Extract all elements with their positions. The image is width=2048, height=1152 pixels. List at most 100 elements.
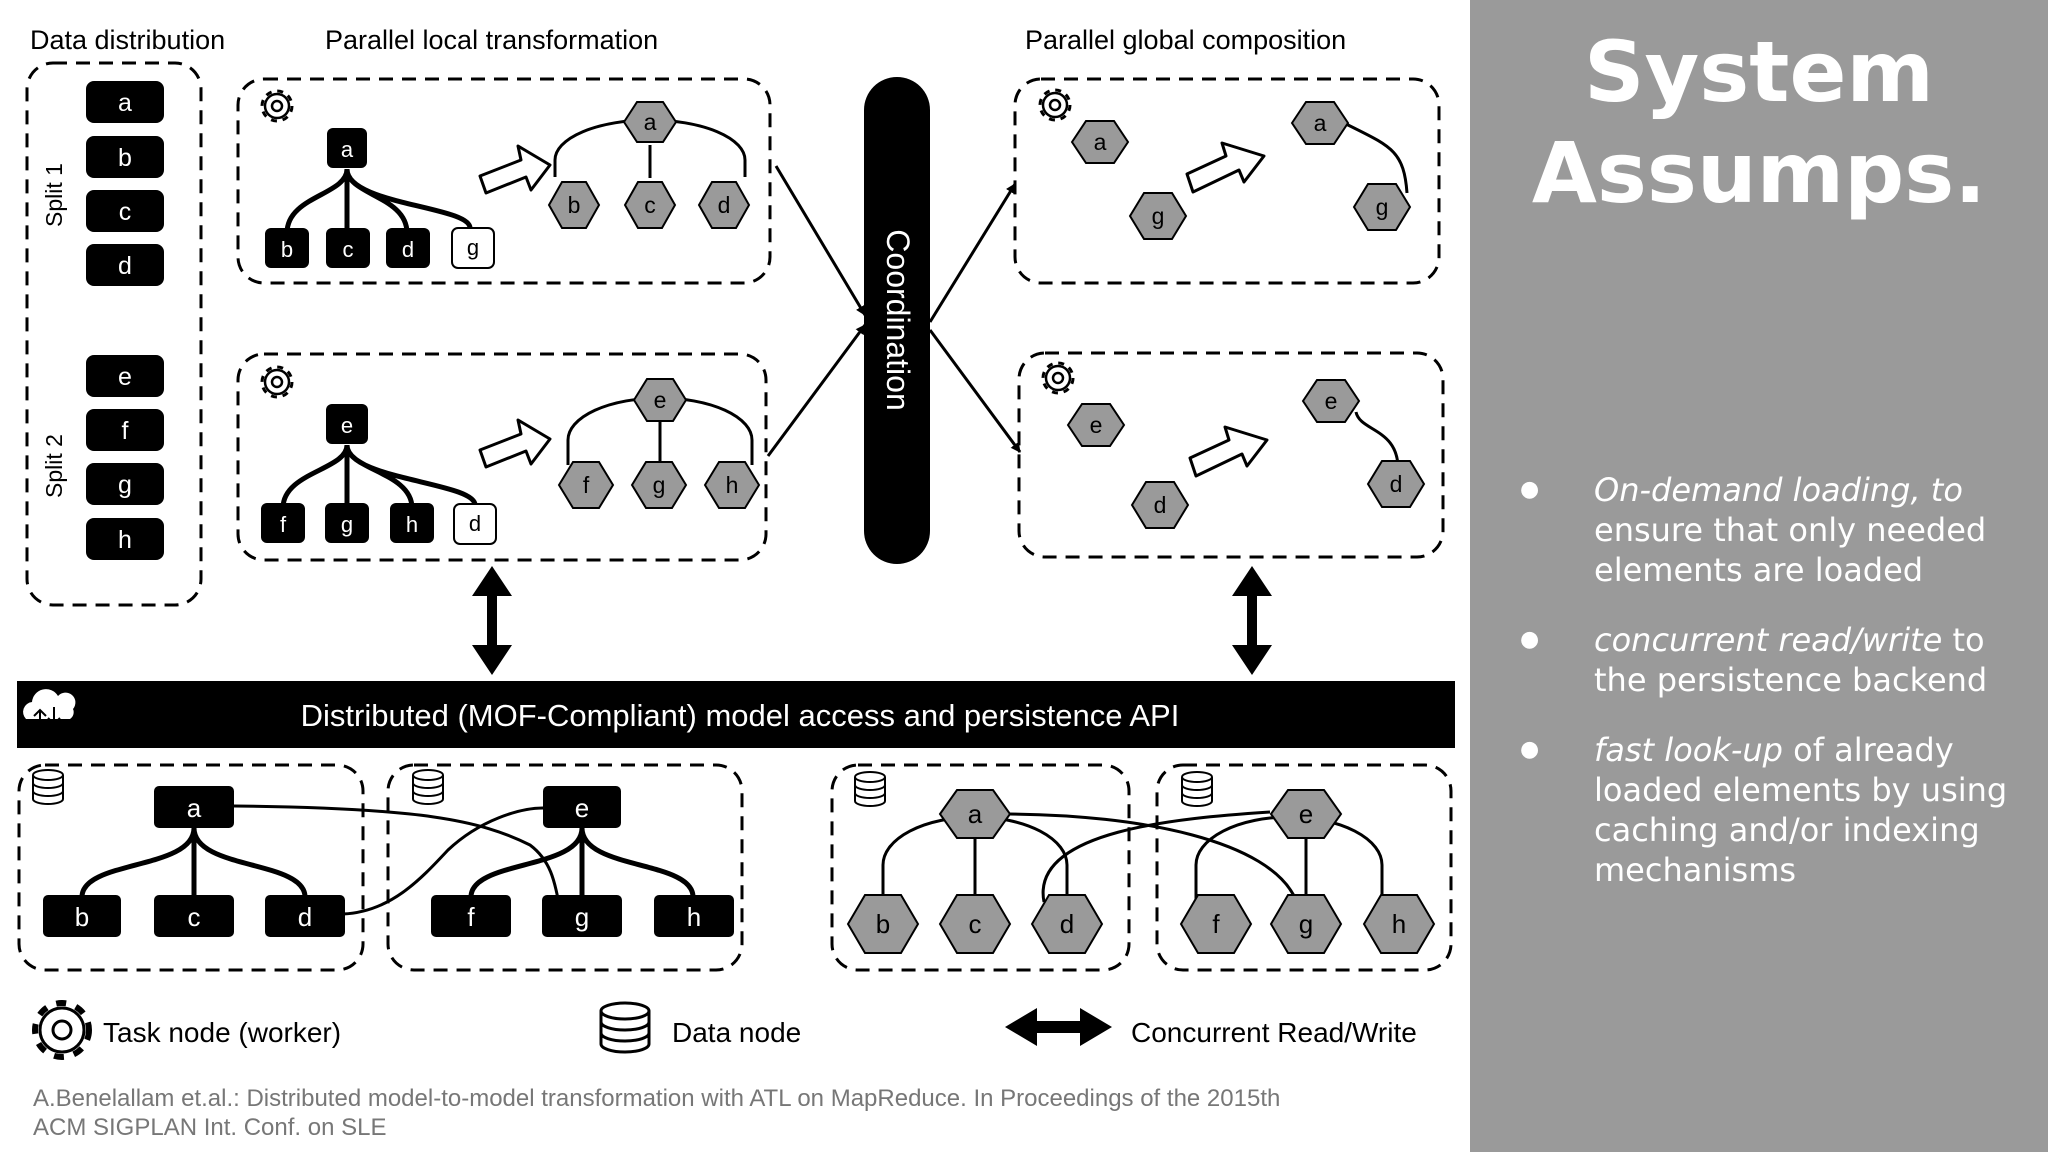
split-element: h xyxy=(118,526,132,554)
store-node: a xyxy=(187,793,202,823)
store-hex-node: e xyxy=(1299,799,1313,829)
double-arrow-icon xyxy=(1232,566,1272,675)
bullet-emphasis: concurrent read/write xyxy=(1594,621,1943,659)
slide-title: System Assumps. xyxy=(1470,22,2048,224)
split-element: b xyxy=(118,144,132,172)
hex-node: d xyxy=(718,192,731,218)
hex-node: a xyxy=(1094,129,1107,155)
legend-task-node: Task node (worker) xyxy=(103,1017,341,1048)
split-element: f xyxy=(122,417,129,445)
bullet-item: On-demand loading, to ensure that only n… xyxy=(1520,470,2020,590)
distributed-transformation-diagram: Data distribution Parallel local transfo… xyxy=(17,25,1455,1141)
bullet-emphasis: On-demand loading, to xyxy=(1594,471,1963,509)
gear-icon xyxy=(260,89,294,123)
hollow-arrow-icon xyxy=(478,418,552,469)
store-hex-node: b xyxy=(876,909,890,939)
store-box-right-1 xyxy=(830,763,1131,972)
tree-node: h xyxy=(406,512,418,537)
double-arrow-icon xyxy=(1005,1008,1112,1046)
split1-elements: a b c d xyxy=(86,81,164,286)
hollow-arrow-icon xyxy=(1185,141,1266,194)
api-bar-label: Distributed (MOF-Compliant) model access… xyxy=(301,698,1180,733)
database-icon xyxy=(599,1001,651,1054)
coordination-pill xyxy=(864,77,930,564)
gear-icon xyxy=(32,1000,92,1060)
tree-node: c xyxy=(343,237,354,262)
tree-node: e xyxy=(341,413,353,438)
bullet-text: ensure that only needed elements are loa… xyxy=(1594,511,1987,589)
bullet-item: concurrent read/write to the persistence… xyxy=(1520,620,2020,700)
hex-node: g xyxy=(1152,203,1165,229)
hollow-arrow-icon xyxy=(1188,425,1269,478)
legend-data-node: Data node xyxy=(672,1017,801,1048)
store-node: h xyxy=(687,902,701,932)
store-node: d xyxy=(298,902,312,932)
tree-node: f xyxy=(280,512,287,537)
api-bar xyxy=(17,681,1455,748)
local-hex-tree-1: a b c d xyxy=(547,101,751,229)
split-element: a xyxy=(118,89,132,117)
hollow-arrow-icon xyxy=(478,144,552,195)
local-hex-tree-2: e f g h xyxy=(557,378,761,509)
heading-local-transformation: Parallel local transformation xyxy=(325,25,658,55)
store-node: b xyxy=(75,902,89,932)
tree-node: g xyxy=(341,512,353,537)
heading-global-composition: Parallel global composition xyxy=(1025,25,1346,55)
bullet-text: of already loaded elements by using cach… xyxy=(1594,731,2008,889)
hex-node: g xyxy=(653,472,666,498)
gear-icon xyxy=(1041,361,1075,395)
store-hex-node: c xyxy=(969,909,982,939)
split2-label: Split 2 xyxy=(41,434,67,498)
side-panel: System Assumps. On-demand loading, to en… xyxy=(1470,0,2048,1152)
store-box-left-2 xyxy=(386,763,744,972)
heading-data-distribution: Data distribution xyxy=(30,25,225,55)
hex-node: h xyxy=(726,472,739,498)
split-element: d xyxy=(118,252,132,280)
tree-node-external: d xyxy=(469,511,481,536)
store-hex-node: h xyxy=(1392,909,1406,939)
store-hex-node: f xyxy=(1212,909,1220,939)
gear-icon xyxy=(260,365,294,399)
store-box-left-1 xyxy=(17,763,365,972)
store-node: c xyxy=(188,902,201,932)
database-icon xyxy=(412,769,444,805)
bullet-list: On-demand loading, to ensure that only n… xyxy=(1520,470,2020,920)
legend-read-write: Concurrent Read/Write xyxy=(1131,1017,1417,1048)
split1-label: Split 1 xyxy=(41,163,67,227)
store-node: g xyxy=(575,902,589,932)
store-hex-node: g xyxy=(1299,909,1313,939)
hex-node: d xyxy=(1154,492,1167,518)
gear-icon xyxy=(1038,88,1072,122)
hex-node: a xyxy=(1314,110,1327,136)
hex-node: d xyxy=(1390,471,1403,497)
hex-node: e xyxy=(654,387,667,413)
split-element: c xyxy=(119,198,132,226)
bullet-text: to the persistence backend xyxy=(1594,621,1988,699)
global-composition-box-1 xyxy=(1013,77,1441,285)
citation-line-1: A.Benelallam et.al.: Distributed model-t… xyxy=(33,1085,1280,1112)
split-element: e xyxy=(118,363,132,391)
store-hex-node: a xyxy=(968,799,983,829)
hex-node: a xyxy=(644,109,657,135)
tree-node-external: g xyxy=(467,235,479,260)
tree-node: b xyxy=(281,237,293,262)
hex-node: e xyxy=(1325,388,1338,414)
database-icon xyxy=(32,769,64,805)
split-element: g xyxy=(118,471,132,499)
bullet-item: fast look-up of already loaded elements … xyxy=(1520,730,2020,890)
cloud-sync-icon xyxy=(23,689,76,727)
slide-title-line-2: Assumps. xyxy=(1531,124,1987,222)
database-icon xyxy=(1181,771,1213,807)
bullet-emphasis: fast look-up xyxy=(1594,731,1783,769)
coordination-arrows xyxy=(766,165,1022,457)
local-tree-2: e f g h d xyxy=(261,404,497,545)
double-arrow-icon xyxy=(472,566,512,675)
slide-title-line-1: System xyxy=(1584,23,1934,121)
citation-line-2: ACM SIGPLAN Int. Conf. on SLE xyxy=(33,1114,386,1141)
tree-node: d xyxy=(402,237,414,262)
store-box-right-2 xyxy=(1155,763,1453,972)
tree-node: a xyxy=(341,137,354,162)
hex-node: f xyxy=(583,472,590,498)
store-tree-right: a e b c d f g h xyxy=(846,789,1436,954)
local-transformation-box-2 xyxy=(236,352,768,562)
